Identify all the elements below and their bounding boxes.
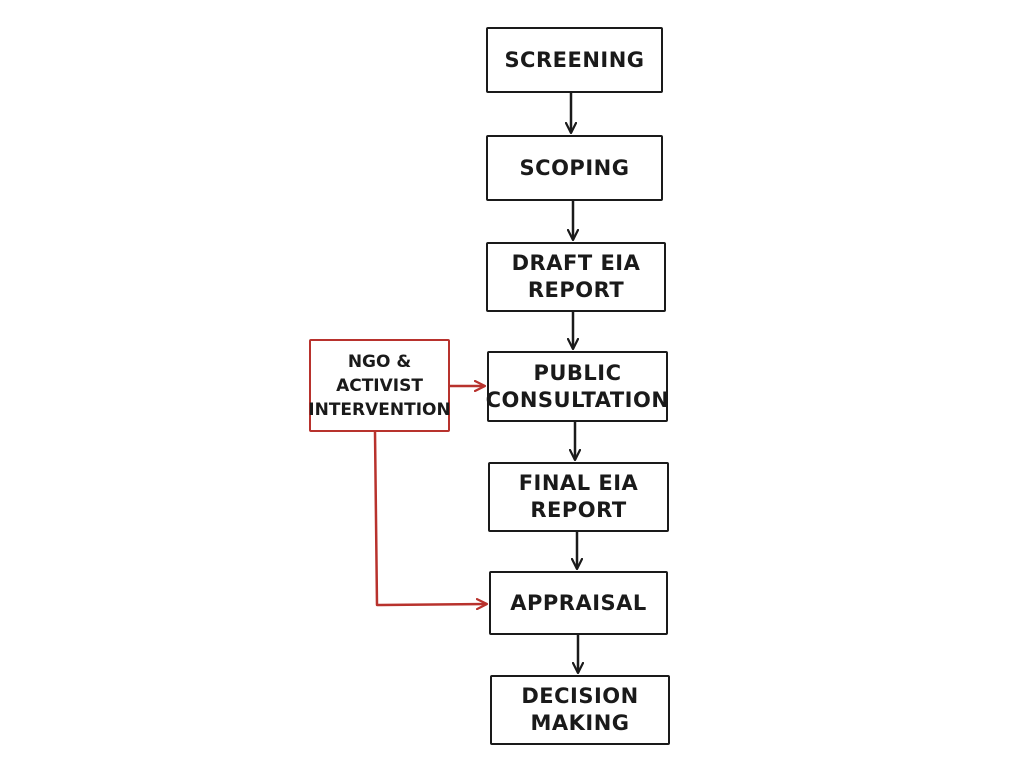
step-label: PUBLIC CONSULTATION — [485, 360, 670, 412]
step-label: DECISION MAKING — [521, 684, 639, 735]
step-public-consultation: PUBLIC CONSULTATION — [485, 351, 670, 422]
arrow-ngo-to-appraisal — [373, 431, 487, 605]
step-draft-eia-report: DRAFT EIA REPORT — [486, 242, 666, 312]
ngo-activist-intervention-box: NGO & ACTIVIST INTERVENTION — [308, 339, 451, 432]
step-label: FINAL EIA REPORT — [518, 471, 639, 522]
step-final-eia-report: FINAL EIA REPORT — [488, 462, 669, 532]
step-scoping: SCOPING — [486, 135, 663, 201]
step-label: SCOPING — [519, 155, 630, 180]
step-label: SCREENING — [504, 47, 645, 72]
step-appraisal: APPRAISAL — [489, 571, 668, 635]
step-label: APPRAISAL — [510, 590, 647, 615]
step-screening: SCREENING — [486, 27, 663, 93]
side-box-label: NGO & ACTIVIST INTERVENTION — [308, 351, 451, 420]
step-decision-making: DECISION MAKING — [490, 675, 670, 745]
step-label: DRAFT EIA REPORT — [511, 251, 641, 302]
